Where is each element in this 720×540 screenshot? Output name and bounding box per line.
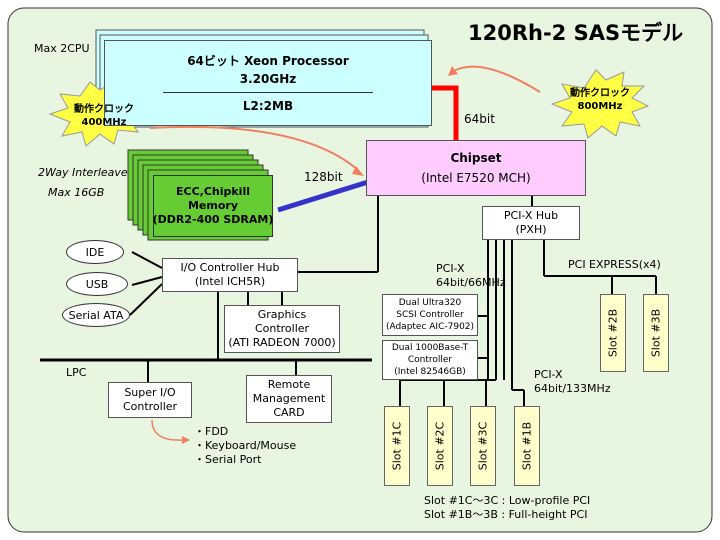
cpu-bus-line: [428, 85, 459, 140]
superio-box: Super I/O Controller: [108, 382, 192, 418]
cpu-bus-label: 64bit: [464, 112, 495, 126]
arrow-800mhz-head: [448, 66, 458, 76]
pcix133-line2: 64bit/133MHz: [534, 381, 611, 395]
burst-left-line1: 動作クロック: [74, 104, 134, 115]
page-title: 120Rh-2 SASモデル: [468, 21, 684, 45]
slot-1c-label: Slot #1C: [390, 421, 404, 471]
cpu-cache: L2:2MB: [242, 98, 294, 113]
port-usb: USB: [66, 272, 128, 296]
burst-right-line1: 動作クロック: [570, 88, 630, 99]
lpc-label: LPC: [66, 366, 87, 379]
slot-2b-label: Slot #2B: [606, 308, 620, 358]
slot-1b-label: Slot #1B: [520, 421, 534, 471]
slot-note: Slot #1B～3B : Full-height PCI: [424, 507, 588, 521]
memory-line2: Memory: [187, 199, 239, 212]
memory-interleave: 2Way Interleave: [38, 166, 128, 179]
burst-right-shape: [550, 69, 650, 139]
chipset-title: Chipset: [450, 151, 502, 165]
scsi-box: Dual Ultra320 SCSI Controller (Adaptec A…: [382, 294, 478, 336]
pxh-line2: (PXH): [515, 223, 547, 236]
pcix133-line1: PCI-X: [534, 368, 563, 381]
arrow-800mhz: [451, 65, 541, 93]
cpu-name: 64ビット Xeon Processor: [187, 53, 349, 68]
superio-item: ・Serial Port: [194, 452, 262, 466]
slot-1b: Slot #1B: [514, 406, 540, 486]
ich-line2: (Intel ICH5R): [194, 275, 266, 288]
slot-2c-label: Slot #2C: [433, 421, 447, 471]
graphics-line2: Controller: [254, 322, 310, 335]
pcix66-label: PCI-X 64bit/66MHz: [436, 262, 506, 290]
port-serial-ata: Serial ATA: [62, 303, 130, 327]
arrow-400mhz: [149, 125, 359, 171]
lan-box: Dual 1000Base-T Controller (Intel 82546G…: [382, 340, 478, 380]
graphics-line1: Graphics: [257, 308, 307, 321]
port-ide: IDE: [66, 240, 124, 264]
superio-item: ・FDD: [194, 425, 229, 438]
pcix66-line2: 64bit/66MHz: [436, 275, 506, 289]
memory-line1: ECC,Chipkill: [175, 185, 250, 198]
burst-right-text: 動作クロック 800MHz: [560, 88, 640, 113]
superio-arrow: [151, 419, 185, 441]
burst-left-line2: 400MHz: [81, 116, 127, 128]
cpu-speed: 3.20GHz: [239, 71, 297, 86]
burst-left-text: 動作クロック 400MHz: [64, 104, 144, 129]
chipset-sub: (Intel E7520 MCH): [421, 171, 531, 185]
cpu-max-label: Max 2CPU: [34, 42, 90, 55]
remote-line1: Remote: [267, 378, 311, 391]
remote-line2: Management: [252, 392, 326, 405]
pcix133-label: PCI-X 64bit/133MHz: [534, 368, 611, 396]
graphics-line3: (ATI RADEON 7000): [228, 336, 336, 349]
pxh-line1: PCI-X Hub: [503, 209, 559, 222]
scsi-line2: SCSI Controller: [396, 310, 464, 320]
slot-3c-label: Slot #3C: [476, 421, 490, 471]
pcix66-line1: PCI-X: [436, 262, 465, 275]
burst-right-line2: 800MHz: [577, 100, 623, 112]
slot-2c: Slot #2C: [427, 406, 453, 486]
memory-max: Max 16GB: [48, 186, 105, 199]
memory-box: ECC,Chipkill Memory (DDR2-400 SDRAM): [153, 175, 273, 237]
scsi-line1: Dual Ultra320: [398, 298, 462, 308]
superio-items: ・FDD ・Keyboard/Mouse ・Serial Port: [194, 425, 296, 466]
mem-bus-label: 128bit: [304, 170, 343, 184]
pcie-label: PCI EXPRESS(x4): [568, 258, 661, 271]
remote-box: Remote Management CARD: [246, 375, 332, 423]
lan-line2: Controller: [407, 355, 453, 365]
lan-line1: Dual 1000Base-T: [391, 343, 469, 353]
memory-line3: (DDR2-400 SDRAM): [152, 213, 274, 226]
slot-3c: Slot #3C: [470, 406, 496, 486]
memory-bus-line: [277, 179, 369, 213]
ich-box: I/O Controller Hub (Intel ICH5R): [162, 258, 298, 292]
superio-arrow-head: [182, 436, 190, 444]
graphics-box: Graphics Controller (ATI RADEON 7000): [224, 305, 340, 353]
pxh-box: PCI-X Hub (PXH): [482, 206, 580, 240]
slot-3b-label: Slot #3B: [649, 308, 663, 358]
slot-1c: Slot #1C: [384, 406, 410, 486]
remote-line3: CARD: [273, 406, 305, 419]
cpu-divider: [163, 91, 373, 93]
lan-line3: (Intel 82546GB): [394, 367, 466, 377]
slot-notes: Slot #1C～3C : Low-profile PCI Slot #1B～3…: [424, 494, 590, 522]
ich-line1: I/O Controller Hub: [180, 261, 280, 274]
chipset-box: Chipset (Intel E7520 MCH): [366, 140, 586, 196]
superio-line2: Controller: [122, 400, 178, 413]
slot-2b: Slot #2B: [600, 294, 626, 372]
scsi-line3: (Adaptec AIC-7902): [385, 322, 475, 332]
slot-note: Slot #1C～3C : Low-profile PCI: [424, 494, 591, 507]
superio-item: ・Keyboard/Mouse: [194, 438, 297, 452]
arrow-400mhz-head: [352, 166, 364, 176]
cpu-box: 64ビット Xeon Processor 3.20GHz L2:2MB: [104, 40, 432, 126]
slot-3b: Slot #3B: [643, 294, 669, 372]
superio-line1: Super I/O: [124, 386, 176, 399]
